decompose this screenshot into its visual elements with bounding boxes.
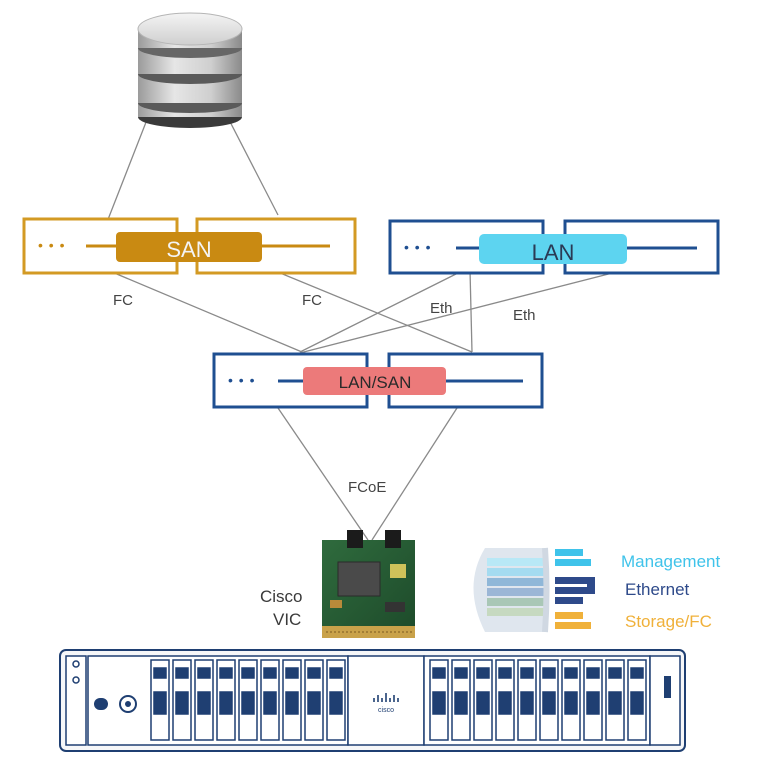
- lan-dots: • • •: [404, 239, 431, 255]
- lan-san-label: LAN/SAN: [339, 373, 412, 392]
- lan-san-dots: • • •: [228, 372, 255, 388]
- san-dots: • • •: [38, 237, 65, 253]
- legend-ethernet: Ethernet: [625, 580, 690, 599]
- lan-san-switch: • • • LAN/SAN: [212, 352, 544, 409]
- rack-server-icon: cisco: [59, 649, 686, 752]
- cisco-logo-icon: [373, 693, 399, 702]
- connection-lines: [106, 111, 633, 541]
- legend-management: Management: [621, 552, 721, 571]
- vic-label-line1: Cisco: [260, 587, 303, 606]
- link-label-fc-right: FC: [302, 292, 322, 309]
- san-switch: • • • SAN: [22, 217, 357, 275]
- storage-database-icon: [137, 12, 243, 128]
- link-label-eth-left: Eth: [430, 300, 453, 317]
- link-label-fcoe: FCoE: [348, 479, 386, 496]
- lan-switch: • • • LAN: [388, 219, 720, 275]
- vic-card-icon: [322, 530, 415, 638]
- link-label-fc-left: FC: [113, 292, 133, 309]
- cisco-logo-text: cisco: [378, 707, 394, 714]
- san-label: SAN: [166, 237, 211, 262]
- traffic-bundle-icon: [473, 547, 595, 633]
- vic-label-line2: VIC: [273, 610, 301, 629]
- lan-label: LAN: [532, 240, 575, 265]
- legend-storage: Storage/FC: [625, 612, 712, 631]
- link-label-eth-right: Eth: [513, 307, 536, 324]
